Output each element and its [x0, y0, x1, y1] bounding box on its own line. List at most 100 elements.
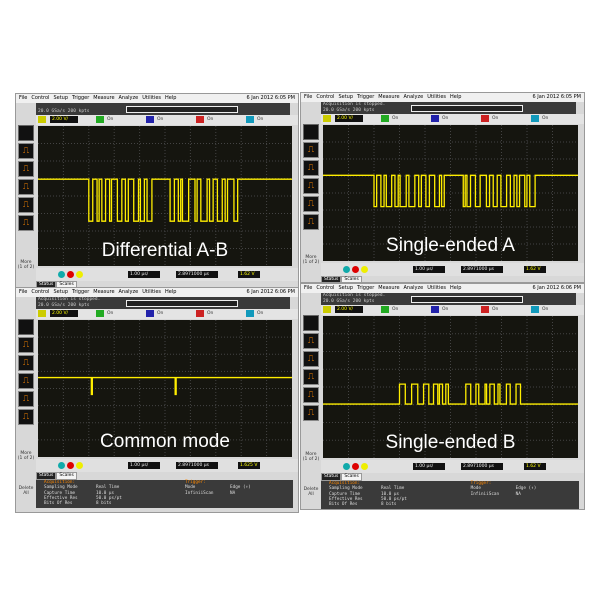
menu-setup[interactable]: Setup	[338, 285, 354, 291]
menu-trigger[interactable]: Trigger	[72, 95, 90, 101]
channel-1-scale[interactable]: 2.00 V/	[50, 310, 78, 317]
runt-icon[interactable]: ⎍	[303, 214, 319, 230]
waveform-overview[interactable]	[126, 300, 238, 307]
falling-edge-icon[interactable]: ⎍	[18, 355, 34, 371]
rising-edge-icon[interactable]: ⎍	[303, 142, 319, 158]
menu-trigger[interactable]: Trigger	[72, 289, 90, 295]
rising-edge-icon[interactable]: ⎍	[18, 337, 34, 353]
display-thumbnail-icon[interactable]	[303, 124, 319, 140]
marker-color-2[interactable]	[361, 463, 368, 470]
menu-analyze[interactable]: Analyze	[118, 289, 139, 295]
tab-scales[interactable]: Scales	[56, 472, 77, 480]
channel-4-button[interactable]	[481, 115, 489, 122]
trigger-level-field[interactable]: 1.62 V	[238, 271, 260, 278]
runt-icon[interactable]: ⎍	[18, 409, 34, 425]
waveform-display[interactable]: Single-ended A	[323, 125, 578, 261]
waveform-display[interactable]: Common mode	[38, 320, 292, 457]
falling-edge-icon[interactable]: ⎍	[303, 351, 319, 367]
menu-setup[interactable]: Setup	[53, 95, 69, 101]
trigger-level-field[interactable]: 1.62 V	[524, 266, 546, 273]
falling-edge-icon[interactable]: ⎍	[303, 160, 319, 176]
menu-utilities[interactable]: Utilities	[427, 285, 447, 291]
timebase-field[interactable]: 1.00 µs/	[413, 266, 445, 273]
channel-5-button[interactable]	[531, 115, 539, 122]
more-button[interactable]: More (1 of 2)	[17, 260, 35, 270]
falling-edge-icon[interactable]: ⎍	[18, 161, 34, 177]
tab-status[interactable]: Status	[321, 276, 342, 282]
delay-field[interactable]: 2.8971000 µs	[461, 266, 503, 273]
marker-color-1[interactable]	[67, 271, 74, 278]
delete-all-button[interactable]: Delete All	[303, 487, 319, 497]
rising-edge-icon[interactable]: ⎍	[18, 143, 34, 159]
menu-measure[interactable]: Measure	[93, 95, 115, 101]
menu-trigger[interactable]: Trigger	[357, 94, 375, 100]
display-thumbnail-icon[interactable]	[303, 315, 319, 331]
channel-3-button[interactable]	[146, 310, 154, 317]
pulse-width-icon[interactable]: ⎍	[303, 387, 319, 403]
channel-2-button[interactable]	[381, 306, 389, 313]
channel-2-button[interactable]	[96, 116, 104, 123]
more-button[interactable]: More (1 of 2)	[302, 452, 320, 462]
channel-1-scale[interactable]: 2.00 V/	[335, 115, 363, 122]
tab-scales[interactable]: Scales	[341, 276, 362, 282]
menu-help[interactable]: Help	[450, 94, 462, 100]
menu-file[interactable]: File	[304, 285, 313, 291]
marker-color-0[interactable]	[58, 462, 65, 469]
menu-help[interactable]: Help	[450, 285, 462, 291]
waveform-overview[interactable]	[411, 105, 523, 112]
timebase-field[interactable]: 1.00 µs/	[128, 271, 160, 278]
display-thumbnail-icon[interactable]	[18, 319, 34, 335]
pulse-icon[interactable]: ⎍	[303, 178, 319, 194]
menu-file[interactable]: File	[19, 289, 28, 295]
pulse-icon[interactable]: ⎍	[18, 373, 34, 389]
display-thumbnail-icon[interactable]	[18, 125, 34, 141]
delay-field[interactable]: 2.8971000 µs	[461, 463, 503, 470]
timebase-field[interactable]: 1.00 µs/	[128, 462, 160, 469]
marker-color-1[interactable]	[352, 463, 359, 470]
trigger-level-field[interactable]: 1.62 V	[524, 463, 546, 470]
channel-2-button[interactable]	[381, 115, 389, 122]
marker-color-1[interactable]	[67, 462, 74, 469]
channel-1-scale[interactable]: 2.00 V/	[50, 116, 78, 123]
channel-1-button[interactable]	[38, 310, 46, 317]
channel-4-button[interactable]	[481, 306, 489, 313]
channel-4-button[interactable]	[196, 310, 204, 317]
menu-utilities[interactable]: Utilities	[427, 94, 447, 100]
menu-control[interactable]: Control	[31, 95, 50, 101]
menu-trigger[interactable]: Trigger	[357, 285, 375, 291]
more-button[interactable]: More (1 of 2)	[302, 255, 320, 265]
delete-all-button[interactable]: Delete All	[18, 486, 34, 496]
marker-color-0[interactable]	[343, 463, 350, 470]
channel-3-button[interactable]	[431, 115, 439, 122]
menu-file[interactable]: File	[19, 95, 28, 101]
menu-utilities[interactable]: Utilities	[142, 95, 162, 101]
marker-color-2[interactable]	[76, 271, 83, 278]
menu-help[interactable]: Help	[165, 95, 177, 101]
pulse-width-icon[interactable]: ⎍	[18, 197, 34, 213]
more-button[interactable]: More (1 of 2)	[17, 451, 35, 461]
channel-5-button[interactable]	[246, 116, 254, 123]
tab-status[interactable]: Status	[36, 472, 57, 480]
tab-scales[interactable]: Scales	[341, 473, 362, 481]
menu-analyze[interactable]: Analyze	[403, 285, 424, 291]
pulse-icon[interactable]: ⎍	[303, 369, 319, 385]
marker-color-2[interactable]	[76, 462, 83, 469]
tab-scales[interactable]: Scales	[56, 281, 77, 287]
channel-1-button[interactable]	[323, 115, 331, 122]
marker-color-1[interactable]	[352, 266, 359, 273]
pulse-width-icon[interactable]: ⎍	[18, 391, 34, 407]
waveform-overview[interactable]	[411, 296, 523, 303]
menu-control[interactable]: Control	[31, 289, 50, 295]
menu-control[interactable]: Control	[316, 94, 335, 100]
runt-icon[interactable]: ⎍	[303, 405, 319, 421]
channel-2-button[interactable]	[96, 310, 104, 317]
marker-color-0[interactable]	[58, 271, 65, 278]
tab-status[interactable]: Status	[36, 281, 57, 287]
menu-measure[interactable]: Measure	[378, 285, 400, 291]
waveform-overview[interactable]	[126, 106, 238, 113]
channel-1-button[interactable]	[323, 306, 331, 313]
menu-measure[interactable]: Measure	[93, 289, 115, 295]
channel-4-button[interactable]	[196, 116, 204, 123]
timebase-field[interactable]: 1.00 µs/	[413, 463, 445, 470]
pulse-width-icon[interactable]: ⎍	[303, 196, 319, 212]
